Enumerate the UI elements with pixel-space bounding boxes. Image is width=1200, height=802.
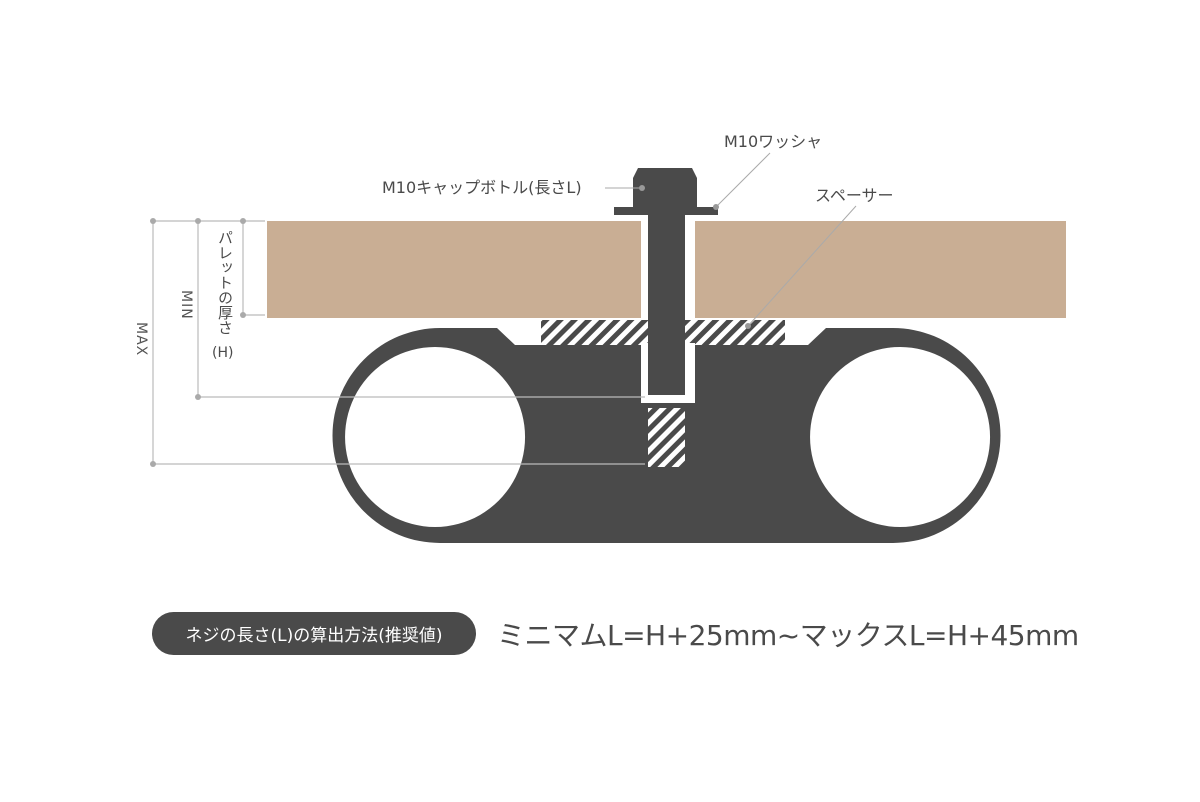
spacer-label: スペーサー (815, 186, 894, 205)
thickness-symbol: (H) (212, 345, 234, 361)
dimension-lines (150, 218, 645, 467)
calculation-method-badge: ネジの長さ(L)の算出方法(推奨値) (152, 612, 476, 655)
length-formula: ミニマムL=H+25mm~マックスL=H+45mm (497, 619, 1079, 652)
bolt-label: M10キャップボトル(長さL) (382, 178, 582, 197)
bolt-head (633, 168, 697, 207)
washer (614, 207, 718, 215)
washer-label: M10ワッシャ (724, 132, 823, 151)
max-label: MAX (133, 322, 149, 357)
thread-hole (648, 408, 685, 467)
min-label: MIN (178, 290, 194, 320)
bolt-shaft (648, 210, 685, 395)
thickness-label: パレットの厚さ (216, 230, 234, 335)
